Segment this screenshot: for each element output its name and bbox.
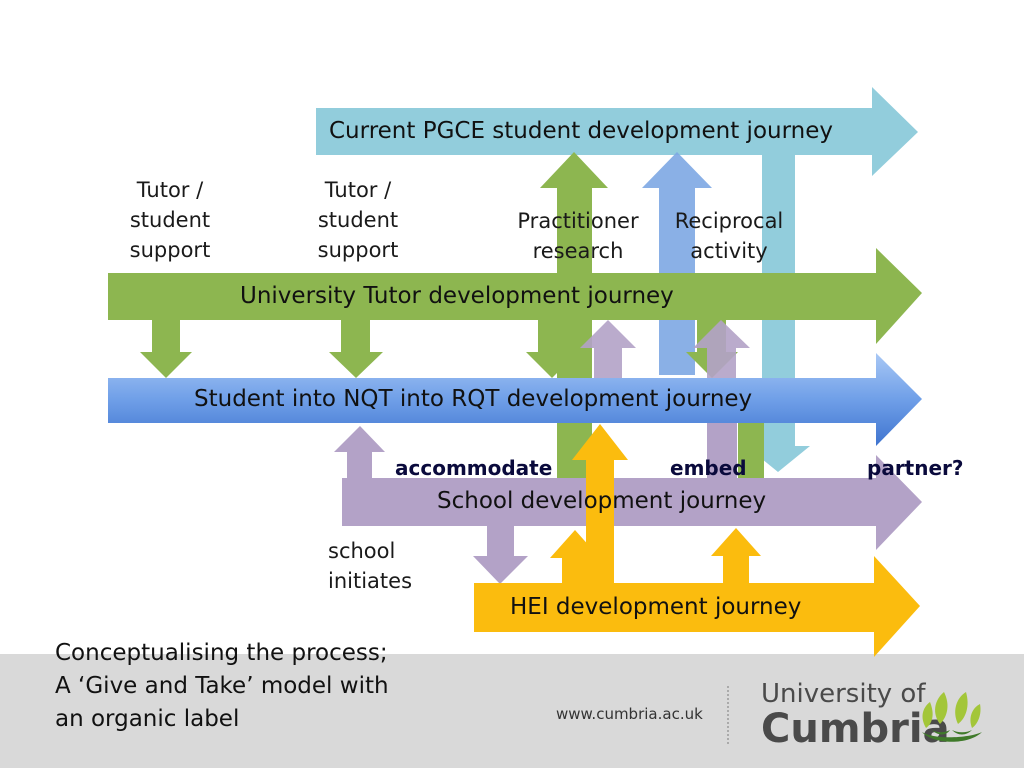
practitioner-research-label: Practitioner research — [508, 206, 648, 266]
footer-url[interactable]: www.cumbria.ac.uk — [556, 705, 703, 723]
keyword-embed: embed — [670, 456, 747, 480]
label-line: student — [317, 208, 399, 232]
school-journey-label: School development journey — [437, 488, 767, 514]
keyword-partner: partner? — [867, 456, 964, 480]
footer-divider — [727, 686, 730, 744]
label-line: initiates — [328, 569, 413, 593]
student-journey-arrow — [108, 353, 922, 446]
hei-journey-label: HEI development journey — [510, 594, 802, 620]
school-initiates-up-arrow — [334, 426, 385, 478]
hei-journey-arrow — [474, 556, 920, 657]
hei-embed-up-arrow — [711, 528, 761, 583]
label-line: school — [328, 539, 396, 563]
reciprocal-activity-label: Reciprocal activity — [664, 206, 794, 266]
tutor-support-label-1: Tutor / student support — [115, 175, 225, 265]
pgce-journey-arrow — [316, 87, 918, 176]
label-line: Tutor / — [324, 178, 392, 202]
pgce-journey-label: Current PGCE student development journey — [329, 118, 833, 144]
school-down-arrow — [473, 526, 528, 584]
school-up-arrow-2 — [693, 320, 750, 378]
school-initiates-label: school initiates — [328, 536, 412, 596]
leaf-cluster-icon — [922, 692, 982, 742]
university-logo-text: University of Cumbria — [761, 680, 950, 750]
tutor-research-down-arrow — [526, 320, 578, 378]
tutor-support-label-2: Tutor / student support — [303, 175, 413, 265]
label-line: student — [129, 208, 211, 232]
label-line: Tutor / — [136, 178, 204, 202]
school-journey-arrow — [342, 455, 922, 550]
caption-line: an organic label — [55, 706, 240, 732]
green-connector-2 — [738, 423, 764, 478]
hei-up-arrow-small — [550, 530, 600, 583]
student-journey-label: Student into NQT into RQT development jo… — [194, 386, 753, 412]
embed-connector — [707, 423, 737, 480]
label-line: support — [129, 238, 211, 262]
logo-line-1: University of — [761, 679, 926, 709]
tutor-support-down-arrow-1 — [140, 320, 192, 378]
caption-line: Conceptualising the process; — [55, 640, 388, 666]
label-line: Reciprocal — [674, 209, 784, 233]
school-up-arrow-1 — [580, 320, 636, 378]
label-line: Practitioner — [517, 209, 639, 233]
tutor-journey-label: University Tutor development journey — [240, 283, 674, 309]
keyword-accommodate: accommodate — [395, 456, 553, 480]
caption-line: A ‘Give and Take’ model with — [55, 673, 389, 699]
label-line: research — [532, 239, 624, 263]
tutor-support-down-arrow-2 — [329, 320, 383, 378]
logo-line-2: Cumbria — [761, 706, 950, 752]
label-line: activity — [690, 239, 768, 263]
slide-caption: Conceptualising the process; A ‘Give and… — [55, 637, 389, 736]
label-line: support — [317, 238, 399, 262]
footer-band — [0, 654, 1024, 768]
